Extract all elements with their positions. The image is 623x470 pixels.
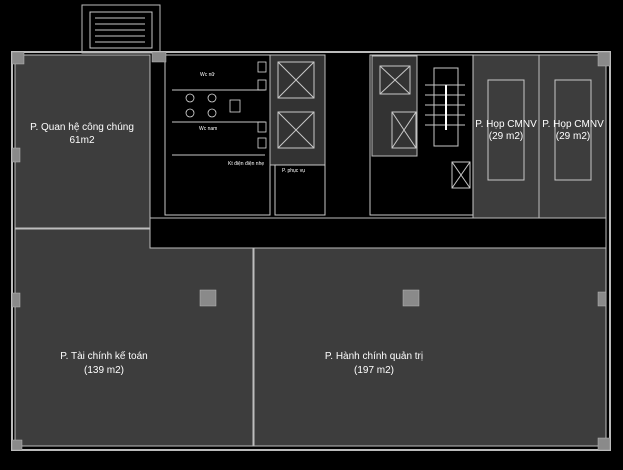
room-finance [14, 228, 254, 447]
outer-wall [11, 51, 611, 451]
core-block: Wc nữ Wc nam Kt điện điện nhẹ P. phục vụ [164, 54, 326, 216]
core-block-right [369, 54, 474, 216]
area-public-relations: 61m2 [69, 135, 94, 146]
label-meeting-1: P. Họp CMNV [475, 119, 537, 130]
label-wc-male: Wc nam [199, 126, 217, 132]
corridor [149, 217, 607, 249]
area-finance: (139 m2) [84, 365, 124, 376]
label-wc-female: Wc nữ [200, 72, 215, 78]
top-stair-tower [81, 4, 161, 54]
meeting-table-2 [554, 79, 592, 181]
columns [11, 51, 611, 451]
area-admin: (197 m2) [354, 365, 394, 376]
label-public-relations: P. Quan hệ công chúng [30, 122, 134, 133]
room-meeting-1 [472, 54, 540, 219]
room-admin [253, 247, 607, 447]
label-finance: P. Tài chính kế toán [60, 350, 147, 362]
label-electrical: Kt điện điện nhẹ [228, 161, 264, 167]
label-admin: P. Hành chính quản trị [325, 351, 423, 362]
label-meeting-2: P. Họp CMNV [542, 119, 604, 130]
label-service: P. phục vụ [282, 168, 305, 174]
meeting-table-1 [487, 79, 525, 181]
area-meeting-1: (29 m2) [489, 131, 523, 142]
area-meeting-2: (29 m2) [556, 131, 590, 142]
room-public-relations [14, 54, 151, 229]
room-meeting-2 [538, 54, 607, 219]
